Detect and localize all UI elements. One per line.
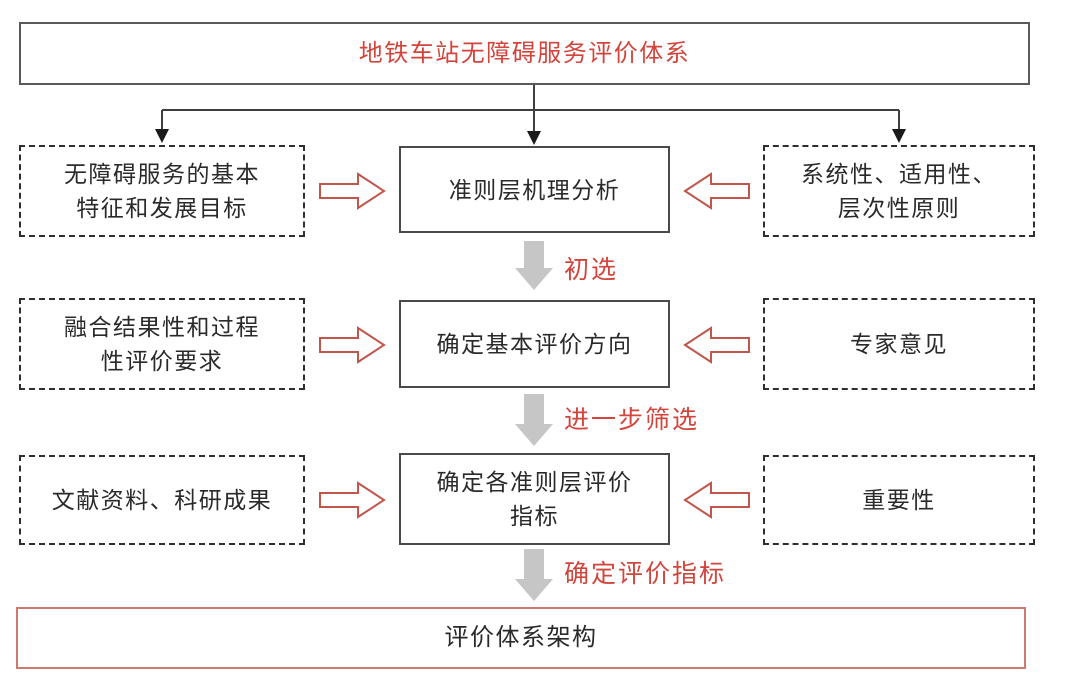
connector-arrowhead-right-icon — [892, 129, 906, 143]
block-arrow-left-icon — [683, 481, 750, 519]
block-arrow-left-icon — [683, 326, 750, 364]
input-box-importance-label: 重要性 — [862, 487, 936, 513]
result-box-evaluation-framework: 评价体系架构 — [16, 607, 1026, 669]
connector-arrowhead-center-icon — [527, 131, 541, 145]
process-box-criteria-indicators-label: 确定各准则层评价 指标 — [436, 469, 633, 529]
process-box-basic-direction-label: 确定基本评价方向 — [436, 331, 633, 357]
input-box-expert-opinion: 专家意见 — [763, 298, 1035, 390]
connector-arrowhead-left-icon — [155, 129, 169, 143]
input-box-basic-features-label: 无障碍服务的基本 特征和发展目标 — [64, 161, 260, 221]
input-box-principles: 系统性、适用性、 层次性原则 — [763, 145, 1035, 237]
gray-down-arrow-icon — [515, 241, 553, 290]
input-box-evaluation-requirements-label: 融合结果性和过程 性评价要求 — [64, 314, 260, 374]
result-box-evaluation-framework-label: 评价体系架构 — [444, 624, 598, 651]
gray-down-arrow-icon — [515, 394, 553, 446]
diagram-title: 地铁车站无障碍服务评价体系 — [358, 39, 691, 67]
diagram-title-box: 地铁车站无障碍服务评价体系 — [19, 22, 1030, 85]
process-box-criteria-analysis: 准则层机理分析 — [399, 146, 670, 233]
input-box-expert-opinion-label: 专家意见 — [850, 331, 948, 357]
block-arrow-right-icon — [319, 326, 386, 364]
process-box-criteria-indicators: 确定各准则层评价 指标 — [399, 453, 670, 545]
process-box-basic-direction: 确定基本评价方向 — [399, 300, 670, 388]
input-box-literature: 文献资料、科研成果 — [19, 455, 305, 545]
input-box-evaluation-requirements: 融合结果性和过程 性评价要求 — [19, 298, 305, 390]
input-box-importance: 重要性 — [763, 455, 1035, 545]
input-box-principles-label: 系统性、适用性、 层次性原则 — [801, 161, 997, 221]
step-label-determine-indicators: 确定评价指标 — [564, 560, 727, 588]
block-arrow-left-icon — [683, 172, 750, 210]
block-arrow-right-icon — [319, 172, 386, 210]
input-box-basic-features: 无障碍服务的基本 特征和发展目标 — [19, 145, 305, 237]
input-box-literature-label: 文献资料、科研成果 — [51, 487, 273, 513]
step-label-initial-selection: 初选 — [564, 256, 619, 284]
process-box-criteria-analysis-label: 准则层机理分析 — [448, 176, 621, 203]
gray-down-arrow-icon — [515, 549, 553, 601]
step-label-further-screening: 进一步筛选 — [564, 406, 700, 434]
block-arrow-right-icon — [319, 481, 386, 519]
